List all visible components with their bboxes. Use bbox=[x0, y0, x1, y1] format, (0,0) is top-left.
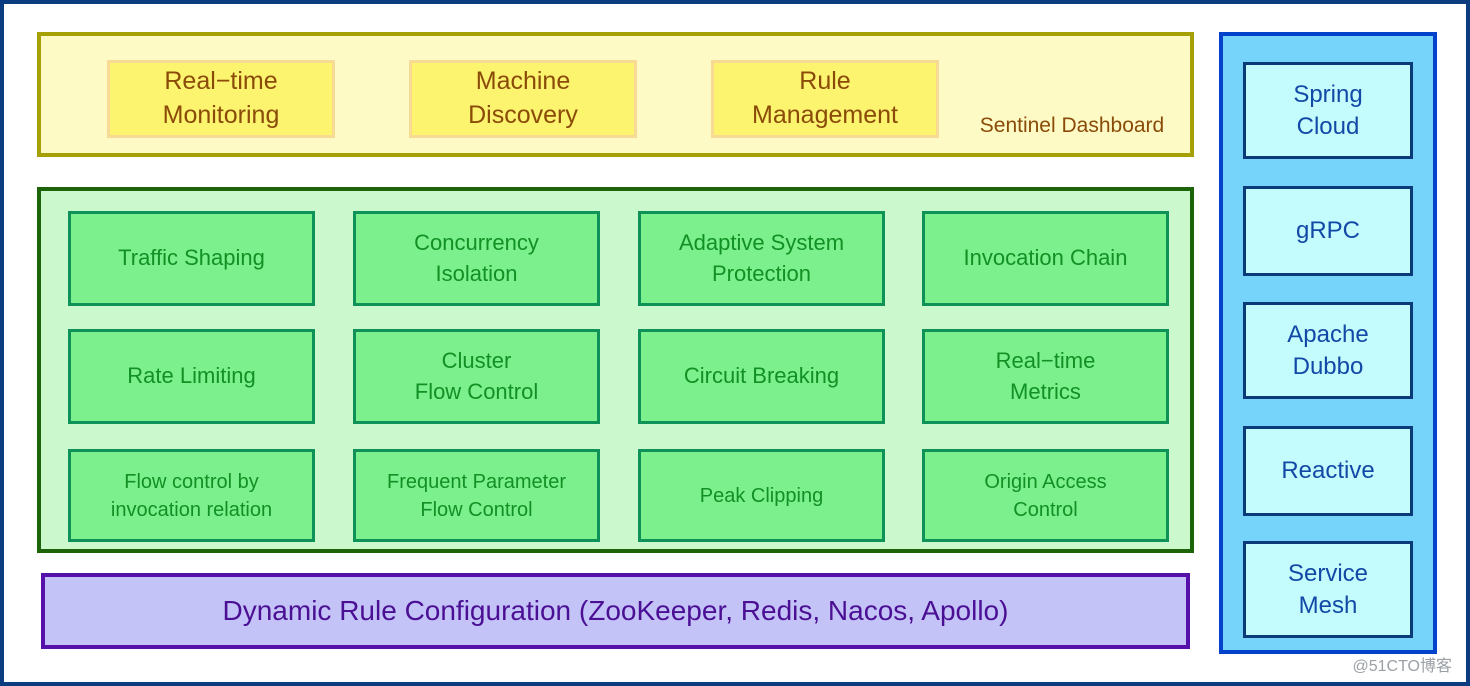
core-box-line2: Isolation bbox=[435, 260, 518, 286]
core-box-origin-access-control[interactable]: Origin Access Control bbox=[922, 449, 1169, 542]
core-box-line1: Traffic Shaping bbox=[118, 245, 265, 271]
left-stack: Real−time Monitoring Machine Discovery R… bbox=[37, 32, 1194, 657]
dashboard-box-line2: Management bbox=[752, 101, 898, 129]
adapter-box-line1: Spring bbox=[1293, 80, 1363, 108]
core-box-line1: Invocation Chain bbox=[963, 245, 1128, 271]
config-label: Dynamic Rule Configuration (ZooKeeper, R… bbox=[222, 595, 1009, 626]
adapter-box-spring-cloud[interactable]: Spring Cloud bbox=[1243, 62, 1413, 159]
adapter-box-text: Spring Cloud bbox=[1293, 79, 1362, 142]
watermark-label: @51CTO博客 bbox=[1352, 658, 1452, 675]
core-box-concurrency-isolation[interactable]: Concurrency Isolation bbox=[353, 211, 600, 306]
adapter-box-text: Reactive bbox=[1281, 455, 1374, 487]
core-box-line2: Control bbox=[1013, 498, 1078, 521]
core-box-flow-control-by-invocation-relation[interactable]: Flow control by invocation relation bbox=[68, 449, 315, 542]
core-feature-grid: Traffic Shaping Concurrency Isolation Ad… bbox=[41, 191, 1190, 549]
dashboard-box-line2: Monitoring bbox=[162, 101, 280, 129]
core-box-circuit-breaking[interactable]: Circuit Breaking bbox=[638, 329, 885, 424]
core-box-text: Cluster Flow Control bbox=[415, 346, 538, 408]
sentinel-dashboard-label: Sentinel Dashboard bbox=[979, 114, 1165, 137]
adapter-box-grpc[interactable]: gRPC bbox=[1243, 186, 1413, 276]
adapters-section: Spring Cloud gRPC Apache Dubbo Reactive bbox=[1219, 32, 1437, 654]
core-box-peak-clipping[interactable]: Peak Clipping bbox=[638, 449, 885, 542]
core-box-frequent-parameter-flow-control[interactable]: Frequent Parameter Flow Control bbox=[353, 449, 600, 542]
core-box-invocation-chain[interactable]: Invocation Chain bbox=[922, 211, 1169, 306]
core-box-text: Frequent Parameter Flow Control bbox=[387, 468, 566, 524]
adapter-box-line1: Service bbox=[1287, 559, 1369, 587]
adapter-box-service-mesh[interactable]: Service Mesh bbox=[1243, 541, 1413, 638]
core-box-line1: Peak Clipping bbox=[699, 484, 824, 507]
core-box-line1: Concurrency bbox=[414, 229, 539, 255]
dashboard-box-line1: Rule bbox=[799, 67, 851, 96]
dashboard-box-machine-discovery[interactable]: Machine Discovery bbox=[409, 60, 637, 138]
core-box-cluster-flow-control[interactable]: Cluster Flow Control bbox=[353, 329, 600, 424]
core-box-text: Invocation Chain bbox=[964, 243, 1128, 274]
core-box-text: Circuit Breaking bbox=[684, 361, 839, 392]
core-box-line1: Flow control by bbox=[124, 470, 259, 493]
core-box-line1: Frequent Parameter bbox=[387, 470, 566, 493]
adapter-box-apache-dubbo[interactable]: Apache Dubbo bbox=[1243, 302, 1413, 399]
dashboard-box-text: Real−time Monitoring bbox=[163, 65, 280, 133]
adapter-box-line1: gRPC bbox=[1295, 217, 1361, 245]
core-box-line2: invocation relation bbox=[110, 498, 273, 521]
core-box-line1: Origin Access bbox=[984, 470, 1107, 493]
adapter-box-list: Spring Cloud gRPC Apache Dubbo Reactive bbox=[1223, 36, 1433, 650]
core-box-line1: Circuit Breaking bbox=[683, 363, 840, 389]
dashboard-box-text: Machine Discovery bbox=[468, 65, 578, 133]
dashboard-box-rule-management[interactable]: Rule Management bbox=[711, 60, 939, 138]
dashboard-box-line1: Machine bbox=[475, 67, 571, 96]
dashboard-box-line2: Discovery bbox=[468, 101, 578, 129]
adapter-box-text: Service Mesh bbox=[1288, 558, 1368, 621]
core-box-text: Real−time Metrics bbox=[996, 346, 1096, 408]
dashboard-box-text: Rule Management bbox=[752, 65, 898, 133]
core-box-line2: Flow Control bbox=[414, 378, 539, 404]
core-box-rate-limiting[interactable]: Rate Limiting bbox=[68, 329, 315, 424]
core-box-text: Flow control by invocation relation bbox=[111, 468, 272, 524]
adapter-box-reactive[interactable]: Reactive bbox=[1243, 426, 1413, 516]
adapter-box-text: gRPC bbox=[1296, 215, 1360, 247]
core-box-text: Peak Clipping bbox=[700, 482, 823, 510]
core-box-traffic-shaping[interactable]: Traffic Shaping bbox=[68, 211, 315, 306]
adapter-box-line1: Apache bbox=[1287, 320, 1369, 348]
dynamic-rule-configuration-section[interactable]: Dynamic Rule Configuration (ZooKeeper, R… bbox=[41, 573, 1190, 649]
dashboard-box-row: Real−time Monitoring Machine Discovery R… bbox=[41, 36, 1190, 153]
adapter-box-text: Apache Dubbo bbox=[1287, 319, 1368, 382]
core-box-line2: Metrics bbox=[1010, 378, 1081, 404]
adapter-box-line2: Mesh bbox=[1298, 591, 1358, 619]
core-box-line1: Adaptive System bbox=[678, 229, 845, 255]
sentinel-core-section: Traffic Shaping Concurrency Isolation Ad… bbox=[37, 187, 1194, 553]
adapter-box-line1: Reactive bbox=[1281, 457, 1375, 485]
core-box-adaptive-system-protection[interactable]: Adaptive System Protection bbox=[638, 211, 885, 306]
core-box-text: Origin Access Control bbox=[984, 468, 1106, 524]
core-box-line1: Real−time bbox=[995, 347, 1096, 373]
core-box-text: Rate Limiting bbox=[127, 361, 255, 392]
core-box-line2: Protection bbox=[711, 260, 812, 286]
dashboard-box-real-time-monitoring[interactable]: Real−time Monitoring bbox=[107, 60, 335, 138]
core-box-text: Adaptive System Protection bbox=[679, 228, 844, 290]
core-box-line1: Rate Limiting bbox=[127, 363, 256, 389]
core-box-line2: Flow Control bbox=[420, 498, 533, 521]
dashboard-box-line1: Real−time bbox=[164, 67, 278, 96]
core-box-text: Concurrency Isolation bbox=[414, 228, 539, 290]
adapter-box-line2: Dubbo bbox=[1292, 352, 1364, 380]
adapter-box-line2: Cloud bbox=[1296, 112, 1360, 140]
core-box-real-time-metrics[interactable]: Real−time Metrics bbox=[922, 329, 1169, 424]
sentinel-dashboard-section: Real−time Monitoring Machine Discovery R… bbox=[37, 32, 1194, 157]
core-box-line1: Cluster bbox=[441, 347, 512, 373]
core-box-text: Traffic Shaping bbox=[118, 243, 265, 274]
